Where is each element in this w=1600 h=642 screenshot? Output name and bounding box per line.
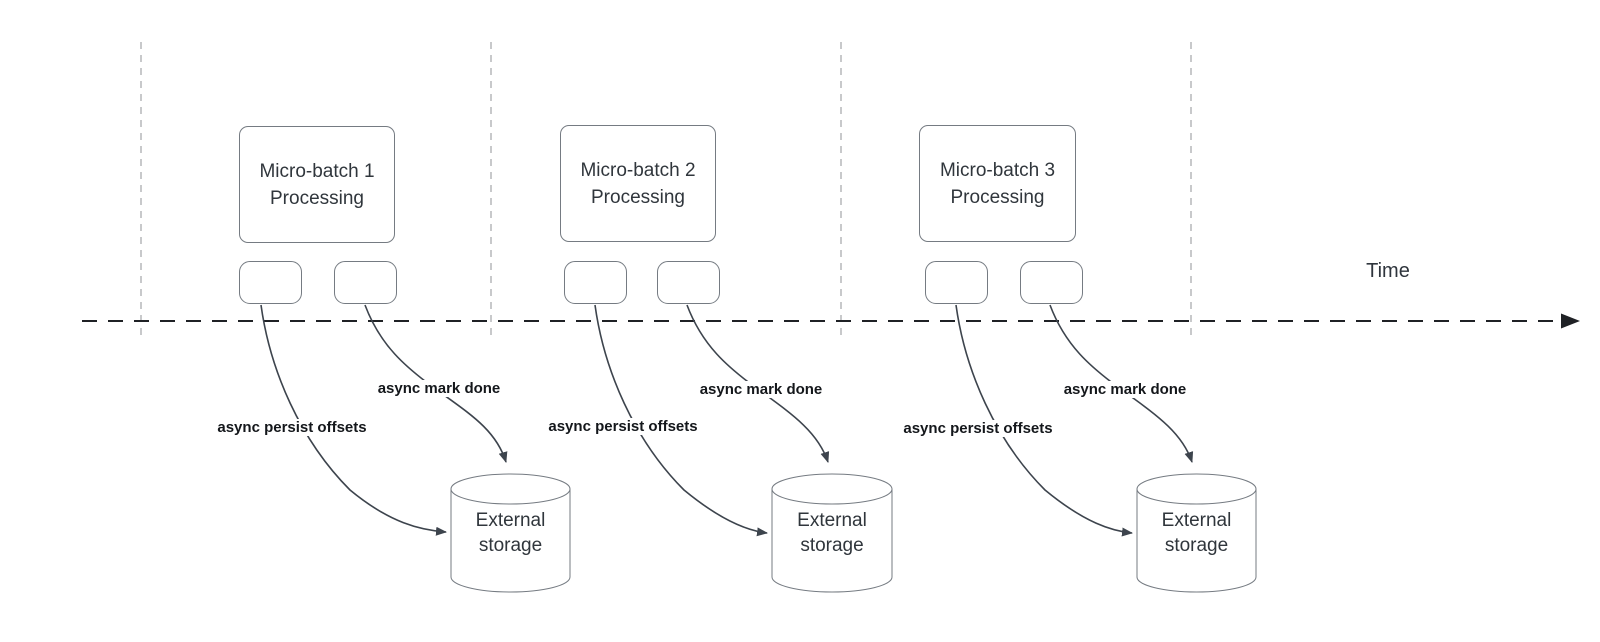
micro-batch-title-3: Micro-batch 3 Processing [939,159,1056,208]
persist-offsets-label-2: async persist offsets [530,418,716,435]
mark-done-label-1: async mark done [362,380,516,397]
time-axis-arrowhead-icon [1561,313,1580,329]
persist-offsets-arrow-3 [955,304,1133,537]
mark-done-label-2: async mark done [684,381,838,398]
external-storage-cylinder-1 [450,473,571,593]
external-storage-label-1: External storage [475,510,546,556]
micro-batch-box-2: Micro-batch 2 Processing [560,125,716,242]
external-storage-label-3: External storage [1161,510,1232,556]
async-task-box-done-3 [1020,261,1083,304]
persist-offsets-arrow-2 [594,304,768,537]
async-task-box-done-2 [657,261,720,304]
mark-done-label-3: async mark done [1048,381,1202,398]
time-axis-label: Time [1366,259,1410,282]
async-task-box-persist-1 [239,261,302,304]
persist-offsets-label-1: async persist offsets [199,419,385,436]
micro-batch-title-2: Micro-batch 2 Processing [580,159,696,208]
async-task-box-done-1 [334,261,397,304]
async-task-box-persist-2 [564,261,627,304]
persist-offsets-label-3: async persist offsets [885,420,1071,437]
async-task-box-persist-3 [925,261,988,304]
micro-batch-box-1: Micro-batch 1 Processing [239,126,395,243]
persist-offsets-arrow-1 [260,304,447,536]
external-storage-cylinder-3 [1136,473,1257,593]
micro-batch-title-1: Micro-batch 1 Processing [259,160,375,209]
micro-batch-box-3: Micro-batch 3 Processing [919,125,1076,242]
external-storage-label-2: External storage [797,510,867,556]
external-storage-cylinder-2 [771,473,893,593]
